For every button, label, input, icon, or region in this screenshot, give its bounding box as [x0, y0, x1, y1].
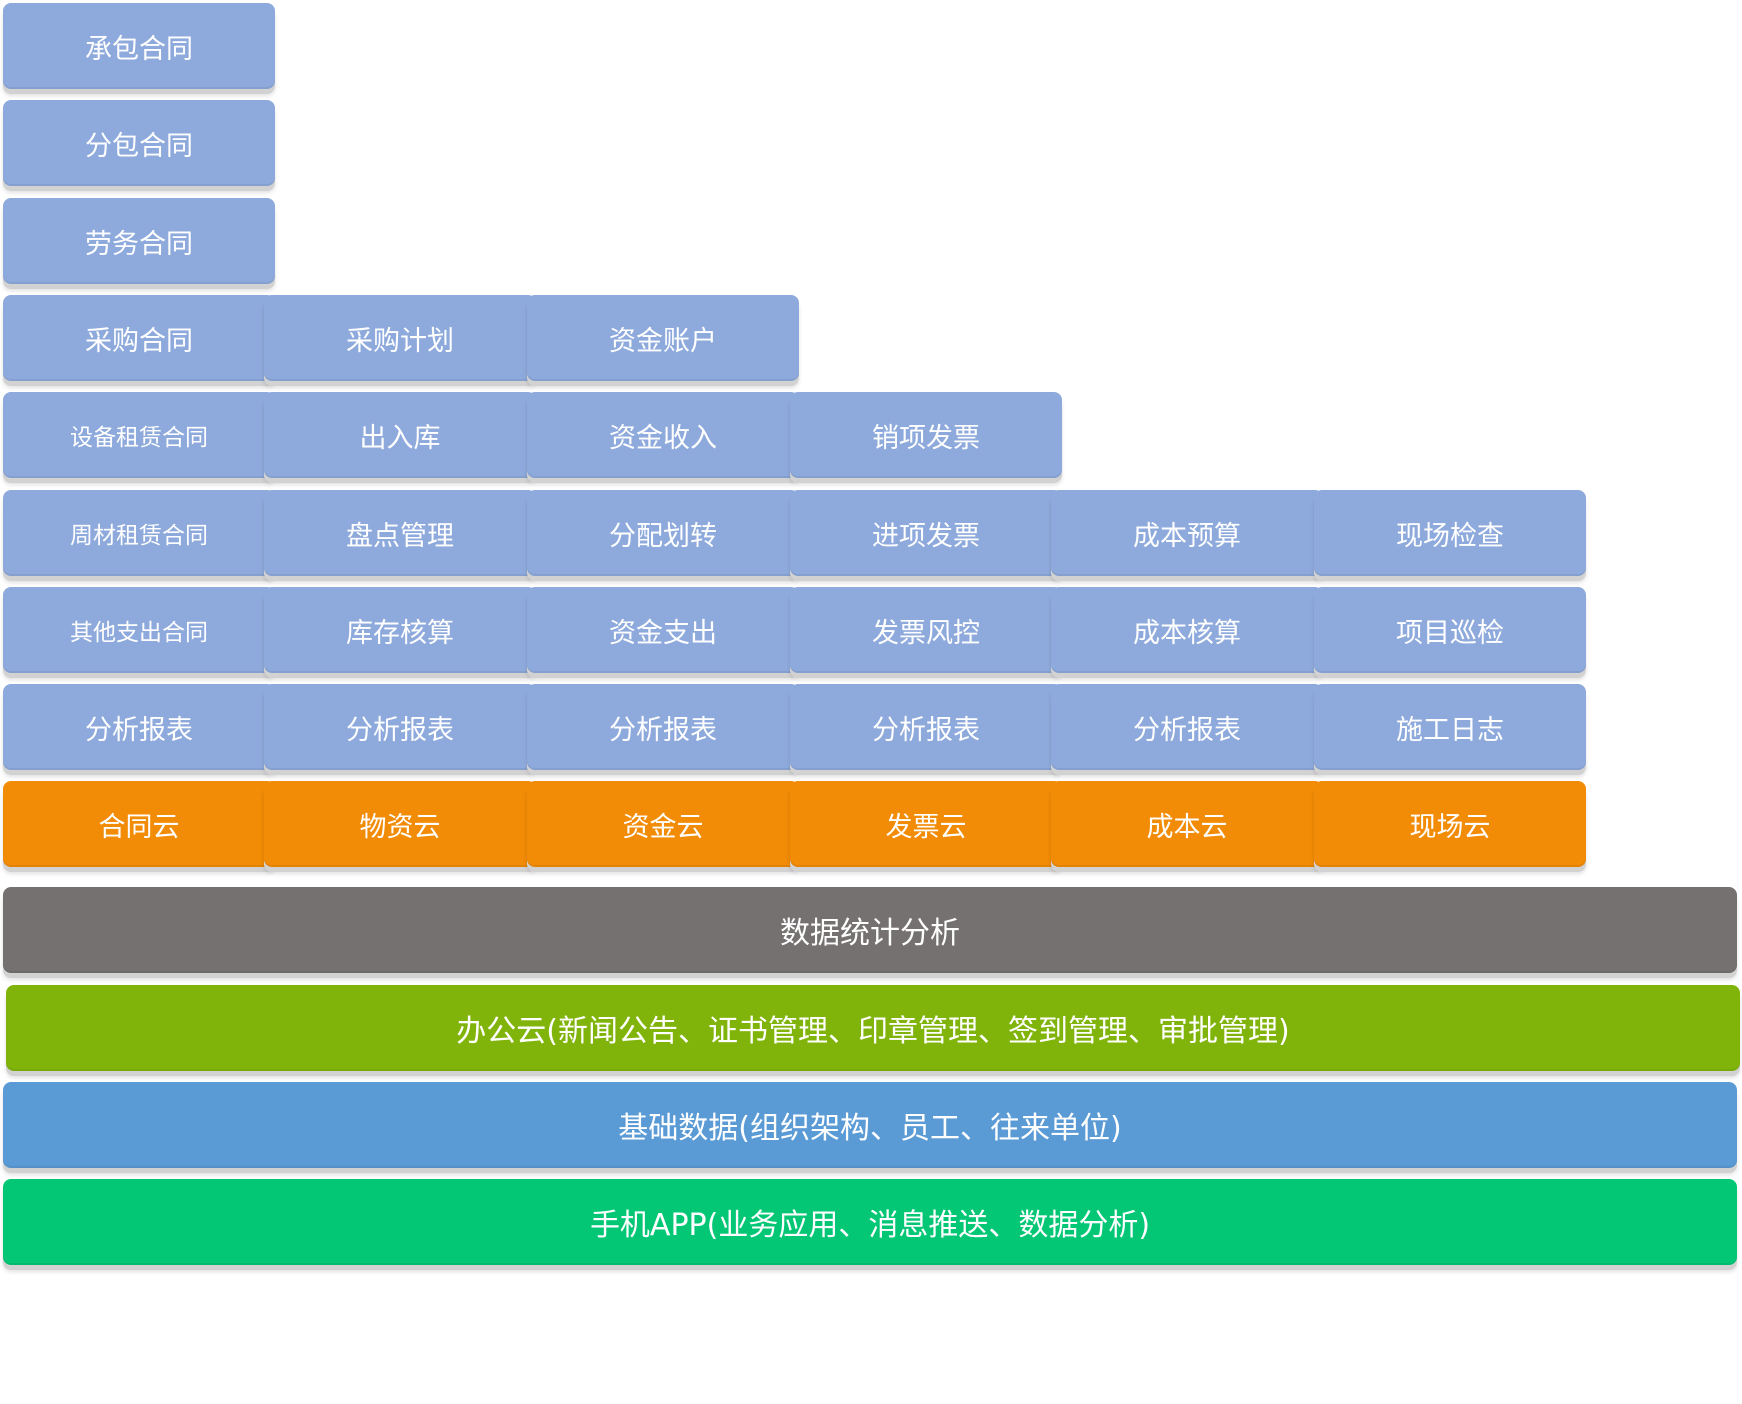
module-other-expense-contract: 其他支出合同	[3, 587, 275, 673]
module-invoice-risk: 发票风控	[790, 587, 1062, 673]
module-equipment-lease-contract: 设备租赁合同	[3, 392, 275, 478]
module-purchase-contract: 采购合同	[3, 295, 275, 381]
module-labor-contract: 劳务合同	[3, 198, 275, 284]
cloud-cost: 成本云	[1051, 781, 1323, 867]
module-input-invoice: 进项发票	[790, 490, 1062, 576]
module-output-invoice: 销项发票	[790, 392, 1062, 478]
module-cost-budget: 成本预算	[1051, 490, 1323, 576]
module-material-report: 分析报表	[264, 684, 536, 770]
cloud-material: 物资云	[264, 781, 536, 867]
module-subcontract: 分包合同	[3, 100, 275, 186]
module-construction-log: 施工日志	[1314, 684, 1586, 770]
module-purchase-plan: 采购计划	[264, 295, 536, 381]
module-site-inspection: 现场检查	[1314, 490, 1586, 576]
cloud-fund: 资金云	[527, 781, 799, 867]
cloud-invoice: 发票云	[790, 781, 1062, 867]
module-project-patrol: 项目巡检	[1314, 587, 1586, 673]
module-fund-report: 分析报表	[527, 684, 799, 770]
band-data-statistics: 数据统计分析	[3, 887, 1737, 973]
module-invoice-report: 分析报表	[790, 684, 1062, 770]
module-fund-income: 资金收入	[527, 392, 799, 478]
band-office-cloud: 办公云(新闻公告、证书管理、印章管理、签到管理、审批管理)	[6, 985, 1740, 1071]
module-contract-report: 分析报表	[3, 684, 275, 770]
cloud-site: 现场云	[1314, 781, 1586, 867]
module-contract-general: 承包合同	[3, 3, 275, 89]
cloud-contract: 合同云	[3, 781, 275, 867]
band-mobile-app: 手机APP(业务应用、消息推送、数据分析)	[3, 1179, 1737, 1265]
module-inbound-outbound: 出入库	[264, 392, 536, 478]
band-base-data: 基础数据(组织架构、员工、往来单位)	[3, 1082, 1737, 1168]
module-cost-report: 分析报表	[1051, 684, 1323, 770]
module-material-lease-contract: 周材租赁合同	[3, 490, 275, 576]
module-fund-allocation: 分配划转	[527, 490, 799, 576]
module-cost-accounting: 成本核算	[1051, 587, 1323, 673]
module-stocktaking: 盘点管理	[264, 490, 536, 576]
module-fund-expense: 资金支出	[527, 587, 799, 673]
module-fund-account: 资金账户	[527, 295, 799, 381]
module-inventory-accounting: 库存核算	[264, 587, 536, 673]
